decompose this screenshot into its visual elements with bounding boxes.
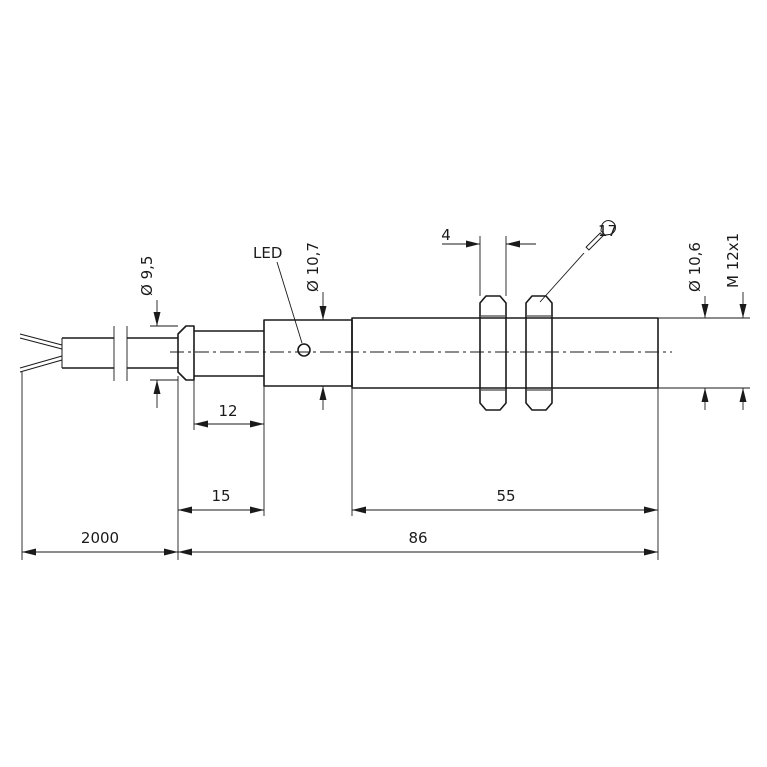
cable <box>19 326 178 381</box>
led-label: LED <box>253 244 282 262</box>
dim-dia-led-sleeve: Ø 10,7 <box>304 242 327 410</box>
dim-thread: M 12x1 <box>705 233 750 410</box>
led-indicator <box>297 343 311 357</box>
dim-15-label: 15 <box>211 487 230 505</box>
wrench-size-label: 17 <box>598 222 617 240</box>
wrench-callout: 17 <box>539 220 617 303</box>
cable-length-label: 2000 <box>81 529 119 547</box>
led-callout: LED <box>253 244 303 344</box>
sensor-body <box>177 317 705 389</box>
dim-nut-width: 4 <box>441 226 536 296</box>
dim-55: 55 <box>352 487 658 514</box>
thread-label: M 12x1 <box>724 233 742 288</box>
wrench-icon <box>585 220 616 251</box>
dim-dia-cable-end: Ø 9,5 <box>138 256 178 408</box>
dim-86-label: 86 <box>408 529 427 547</box>
dim-55-label: 55 <box>496 487 515 505</box>
dia-body-label: Ø 10,6 <box>686 242 704 292</box>
dim-12-label: 12 <box>218 402 237 420</box>
nut-left <box>479 295 507 411</box>
dim-dia-body: Ø 10,6 <box>686 242 709 410</box>
dim-cable-length: 2000 <box>22 529 178 556</box>
dim-86: 86 <box>178 529 658 556</box>
dim-15: 15 <box>178 487 264 514</box>
dim-12: 12 <box>194 402 264 428</box>
dia-cable-end-label: Ø 9,5 <box>138 256 156 296</box>
nut-width-label: 4 <box>441 226 451 244</box>
dia-led-sleeve-label: Ø 10,7 <box>304 242 322 292</box>
extension-lines <box>21 372 659 560</box>
nut-right <box>525 295 553 411</box>
